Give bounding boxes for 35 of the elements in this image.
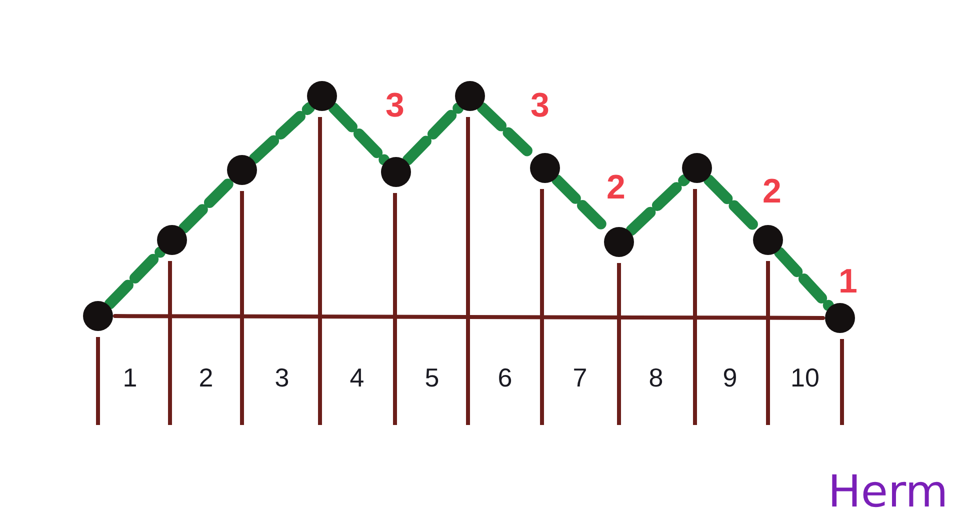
column-number: 1 bbox=[122, 362, 138, 394]
column-number: 8 bbox=[648, 362, 664, 394]
dashed-connector bbox=[774, 247, 834, 311]
dot bbox=[83, 301, 113, 331]
count-label: 3 bbox=[530, 86, 550, 126]
column-number: 9 bbox=[722, 362, 738, 394]
dot bbox=[825, 303, 855, 333]
column-number: 6 bbox=[498, 362, 512, 394]
column-number: 4 bbox=[350, 362, 364, 394]
dashed-connector bbox=[328, 102, 390, 166]
dot bbox=[157, 225, 187, 255]
count-label: 2 bbox=[606, 168, 626, 208]
dot bbox=[753, 225, 783, 255]
dot bbox=[682, 153, 712, 183]
dashed-connector bbox=[402, 102, 464, 166]
dashed-connector bbox=[104, 246, 166, 310]
column-number: 5 bbox=[424, 362, 440, 394]
count-label: 1 bbox=[838, 262, 858, 302]
dot bbox=[227, 155, 257, 185]
baseline bbox=[113, 314, 825, 320]
dashed-connector bbox=[178, 176, 236, 234]
count-label: 2 bbox=[762, 172, 782, 212]
column-number: 3 bbox=[274, 362, 290, 394]
handwritten-word: Herm bbox=[828, 466, 948, 518]
column-number: 10 bbox=[790, 362, 820, 394]
dot bbox=[604, 227, 634, 257]
dot bbox=[381, 157, 411, 187]
dot bbox=[307, 81, 337, 111]
dot bbox=[455, 81, 485, 111]
dot bbox=[530, 153, 560, 183]
column-number: 2 bbox=[198, 362, 214, 394]
count-label: 3 bbox=[386, 86, 404, 126]
column-number: 7 bbox=[572, 362, 588, 394]
dashed-connector bbox=[626, 174, 690, 236]
dashed-connector bbox=[248, 102, 316, 164]
